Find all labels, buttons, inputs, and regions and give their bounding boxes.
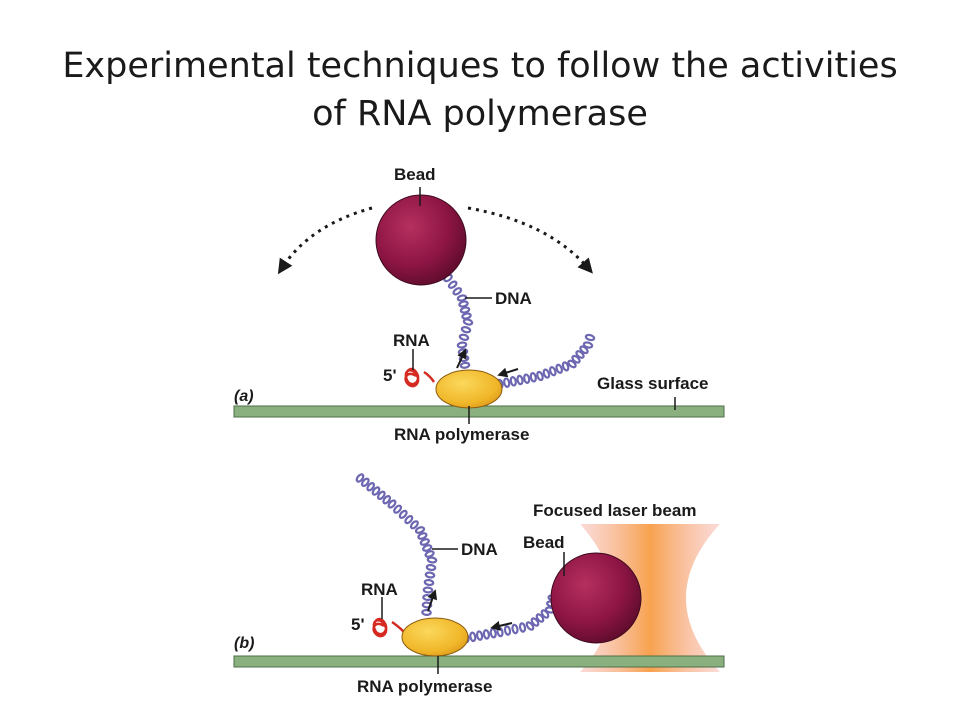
label-dna-a: DNA — [495, 289, 532, 308]
panel-b: Focused laser beam Bead DNA RNA 5' RNA p… — [233, 473, 725, 696]
dna-turn — [422, 593, 433, 602]
dna-turn — [549, 366, 557, 377]
dna-turn — [426, 556, 438, 564]
label-bead-a: Bead — [394, 165, 436, 184]
dna-turn — [393, 504, 403, 514]
label-polymerase-b: RNA polymerase — [357, 677, 492, 696]
movement-arrow-b-up — [427, 589, 438, 612]
dna-turn — [496, 626, 504, 638]
swing-arc-left — [277, 206, 373, 275]
dna-turn — [419, 538, 430, 546]
dna-turn — [447, 280, 458, 289]
dna-turn — [458, 300, 469, 308]
dna-turn — [530, 617, 540, 627]
title-line-2: of RNA polymerase — [312, 94, 648, 134]
dna-turn — [459, 306, 471, 314]
dna-strand-a-tether — [443, 273, 474, 369]
dna-turn — [360, 477, 370, 487]
dna-turn — [523, 373, 531, 384]
title-line-1: Experimental techniques to follow the ac… — [62, 46, 898, 86]
label-rna-a: RNA — [393, 331, 430, 350]
label-5prime-b: 5' — [351, 615, 365, 634]
dna-turn — [382, 495, 392, 505]
dna-turn — [366, 482, 376, 492]
dna-turn — [511, 623, 519, 635]
dna-turn — [409, 520, 419, 530]
dna-turn — [509, 376, 517, 387]
bead-b — [550, 552, 642, 644]
dna-turn — [376, 490, 386, 500]
dna-turn — [575, 350, 585, 359]
dna-turn — [421, 608, 432, 617]
dna-strand-a-free — [496, 333, 596, 390]
dna-turn — [459, 361, 471, 369]
panel-label-a: (a) — [234, 388, 254, 405]
rna-coil-b — [372, 617, 405, 638]
dna-turn — [518, 622, 527, 633]
glass-surface-b — [233, 655, 725, 668]
dna-turn — [460, 326, 472, 334]
dna-turn — [503, 377, 511, 388]
dna-turn — [536, 370, 544, 382]
dna-turn — [567, 359, 577, 369]
dna-turn — [582, 341, 594, 349]
dna-turn — [579, 345, 589, 355]
dna-turn — [462, 318, 474, 326]
dna-turn — [482, 629, 490, 640]
dna-turn — [452, 287, 463, 296]
dna-turn — [425, 563, 437, 572]
rna-coil-a — [404, 367, 436, 388]
dna-turn — [422, 586, 434, 594]
rna-polymerase-b — [401, 617, 469, 657]
dna-turn — [424, 550, 435, 558]
swing-arc-right — [467, 206, 593, 274]
rna-polymerase-a — [435, 369, 503, 409]
panel-label-b: (b) — [234, 635, 254, 652]
label-bead-b: Bead — [523, 533, 565, 552]
dna-turn — [503, 625, 512, 636]
label-rna-b: RNA — [361, 580, 398, 599]
dna-turn — [489, 627, 497, 639]
dna-turn — [525, 621, 535, 631]
dna-turn — [535, 613, 545, 623]
dna-turn — [414, 526, 426, 534]
dna-strand-b-free — [355, 473, 438, 617]
slide-title: Experimental techniques to follow the ac… — [40, 42, 920, 138]
dna-turn — [469, 631, 477, 643]
label-glass-a: Glass surface — [597, 374, 709, 393]
dna-turn — [561, 361, 570, 372]
dna-turn — [529, 372, 537, 383]
dna-turn — [516, 374, 524, 386]
dna-turn — [584, 333, 596, 342]
dna-turn — [398, 509, 408, 519]
dna-turn — [404, 515, 414, 525]
dna-turn — [571, 354, 581, 364]
dna-turn — [421, 601, 433, 609]
dna-turn — [476, 630, 484, 641]
dna-turn — [423, 578, 435, 587]
bead-a — [375, 194, 467, 286]
dna-turn — [424, 571, 436, 579]
label-5prime-a: 5' — [383, 366, 397, 385]
dna-turn — [422, 544, 433, 552]
dna-turn — [458, 333, 470, 341]
panel-a: Bead DNA RNA 5' Glass surface RNA polyme… — [233, 165, 725, 444]
movement-arrow-a-up — [456, 348, 467, 369]
movement-arrow-b-left — [490, 620, 513, 631]
label-laser-b: Focused laser beam — [533, 501, 696, 520]
dna-turn — [456, 294, 468, 302]
dna-turn — [387, 499, 397, 509]
label-dna-b: DNA — [461, 540, 498, 559]
dna-turn — [542, 368, 551, 379]
dna-turn — [417, 532, 428, 540]
dna-turn — [456, 341, 468, 349]
label-polymerase-a: RNA polymerase — [394, 425, 529, 444]
movement-arrow-a-left — [497, 367, 519, 378]
dna-strand-b-tether — [462, 594, 558, 644]
dna-turn — [355, 473, 365, 483]
dna-turn — [371, 486, 381, 496]
dna-turn — [555, 363, 563, 374]
